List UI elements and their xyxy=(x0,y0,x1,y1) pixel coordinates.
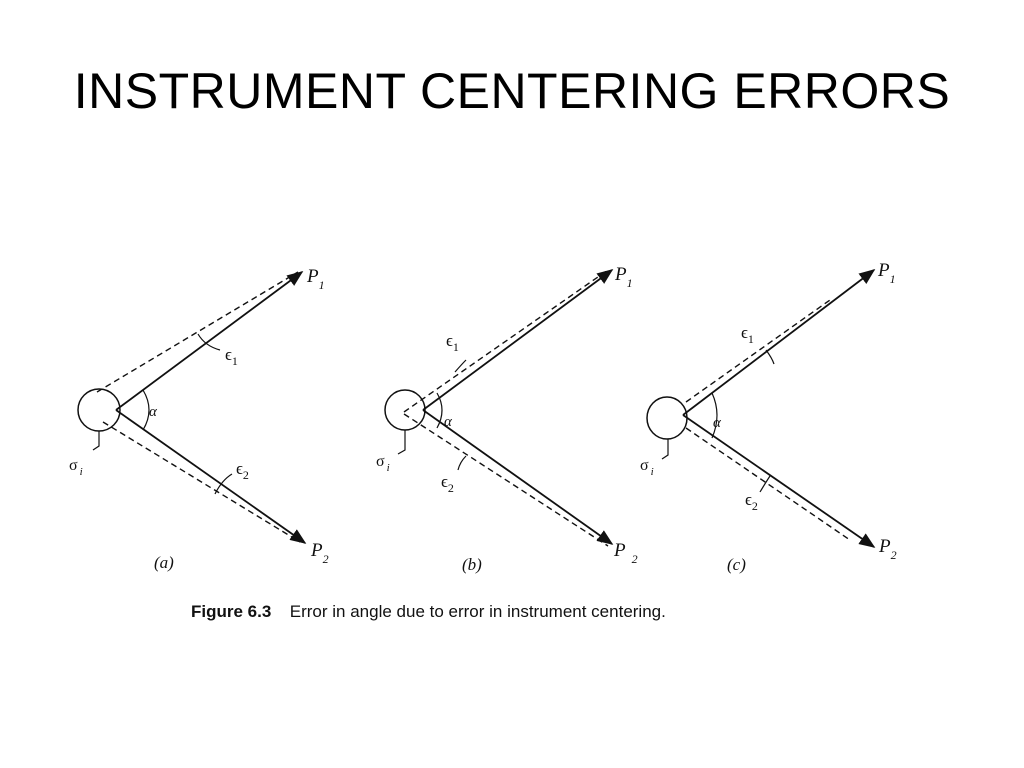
panel-tag-b: (b) xyxy=(462,555,482,574)
solid-ray-p1 xyxy=(422,269,614,411)
e2-pointer xyxy=(759,475,771,493)
solid-ray-p2 xyxy=(115,409,307,544)
label-alpha: α xyxy=(444,414,453,430)
label-p1: P1 xyxy=(877,260,896,286)
label-epsilon-1: ϵ1 xyxy=(225,345,238,368)
e2-pointer xyxy=(214,473,233,495)
e2-pointer xyxy=(457,455,467,471)
label-epsilon-2: ϵ2 xyxy=(236,459,249,482)
instrument-circle xyxy=(77,388,121,432)
label-p2: P2 xyxy=(878,536,897,562)
label-epsilon-1: ϵ1 xyxy=(446,331,459,354)
panel-tag-a: (a) xyxy=(154,553,174,572)
dashed-ray-p1 xyxy=(685,299,831,403)
alpha-arc xyxy=(436,392,443,429)
alpha-arc xyxy=(711,392,718,439)
e1-pointer xyxy=(765,349,775,365)
e1-pointer xyxy=(454,359,467,373)
label-p1: P1 xyxy=(306,266,325,292)
dashed-ray-p2 xyxy=(102,421,301,543)
label-alpha: α xyxy=(713,415,722,431)
dashed-ray-p1 xyxy=(96,271,299,393)
sigma-leader xyxy=(661,439,669,460)
solid-ray-p1 xyxy=(115,271,304,411)
solid-ray-p2 xyxy=(422,409,614,545)
label-epsilon-2: ϵ2 xyxy=(745,490,758,513)
label-p2: P2 xyxy=(310,540,329,566)
e1-pointer xyxy=(197,333,221,351)
dashed-ray-p2 xyxy=(403,413,609,547)
instrument-circle xyxy=(384,389,426,431)
dashed-ray-p1 xyxy=(403,269,609,413)
alpha-arc xyxy=(142,389,150,431)
solid-ray-p2 xyxy=(682,414,876,548)
label-alpha: α xyxy=(149,404,158,420)
instrument-circle xyxy=(646,396,688,440)
slide-title: INSTRUMENT CENTERING ERRORS xyxy=(73,63,951,119)
label-p1: P1 xyxy=(614,264,633,290)
dashed-ray-p2 xyxy=(685,427,851,541)
label-epsilon-1: ϵ1 xyxy=(741,323,754,346)
label-epsilon-2: ϵ2 xyxy=(441,472,454,495)
sigma-leader xyxy=(92,431,100,451)
panel-tag-c: (c) xyxy=(727,555,746,574)
solid-ray-p1 xyxy=(682,269,876,416)
figure-caption: Figure 6.3 Error in angle due to error i… xyxy=(191,602,666,621)
caption-label: Figure 6.3 xyxy=(191,602,271,621)
caption-text: Error in angle due to error in instrumen… xyxy=(290,602,666,621)
sigma-leader xyxy=(397,430,406,455)
